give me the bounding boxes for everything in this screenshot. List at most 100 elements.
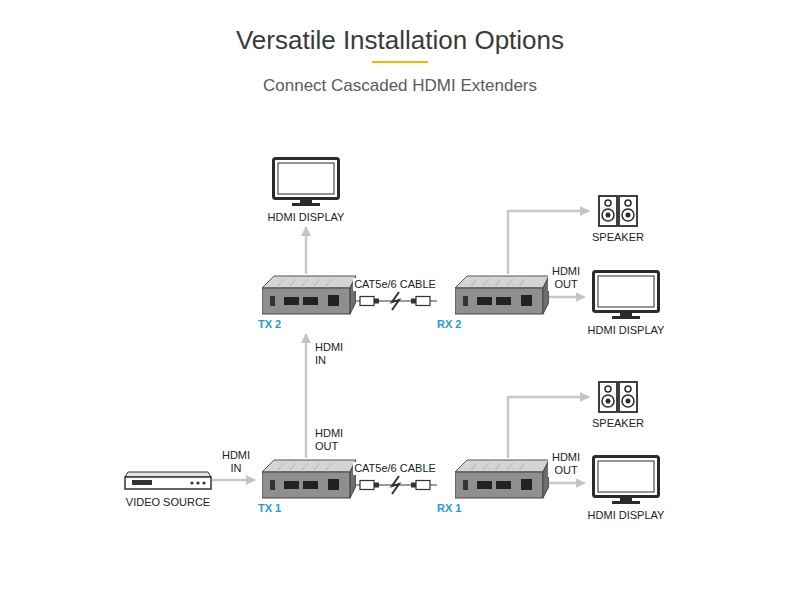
extender-ridge xyxy=(290,463,296,470)
transmitter: TX 1 xyxy=(258,458,356,515)
extender-ridge xyxy=(495,463,501,470)
receiver: RX 1 xyxy=(437,458,549,515)
extender-ridge xyxy=(314,279,320,286)
tv-frame xyxy=(594,457,659,497)
tv-base xyxy=(612,316,640,319)
speaker-cabinet xyxy=(599,196,617,226)
device-label: RX 1 xyxy=(437,502,549,515)
player-front xyxy=(125,477,211,489)
extender-ridge xyxy=(326,463,332,470)
device-label: RX 2 xyxy=(437,318,549,331)
tv-neck xyxy=(620,497,632,501)
player-display xyxy=(132,480,152,485)
extender-top xyxy=(262,276,356,288)
device-caption: HDMI DISPLAY xyxy=(268,211,345,224)
hdmi-port xyxy=(477,297,492,305)
speaker-icon xyxy=(598,195,638,227)
receiver-icon xyxy=(455,458,549,500)
tv-neck xyxy=(620,312,632,316)
device-caption: HDMI DISPLAY xyxy=(588,509,665,522)
device-caption: SPEAKER xyxy=(592,417,644,430)
extender-ridge xyxy=(278,279,284,286)
extender-ridge xyxy=(471,279,477,286)
player-button xyxy=(202,481,205,484)
speaker-woofer xyxy=(602,209,614,221)
hdmi-arrow xyxy=(549,296,585,299)
transmitter-icon xyxy=(262,458,356,500)
rj45-port xyxy=(328,295,339,306)
extender-ridge xyxy=(507,463,513,470)
video-source: VIDEO SOURCE xyxy=(124,470,212,509)
title-underline xyxy=(372,61,428,63)
player-button xyxy=(196,481,199,484)
speaker: SPEAKER xyxy=(592,195,644,244)
rj45-plug-tip xyxy=(411,483,416,488)
speaker-cabinet xyxy=(599,382,617,412)
port-label: HDMI OUT xyxy=(548,451,584,477)
device-label: TX 1 xyxy=(258,502,356,515)
power-port xyxy=(463,480,468,490)
speaker-cap xyxy=(606,213,611,218)
extender-ridge xyxy=(326,279,332,286)
tv-frame xyxy=(594,272,659,312)
speaker-woofer xyxy=(622,395,634,407)
power-port xyxy=(270,480,275,490)
extender-front xyxy=(262,472,350,498)
port-label: HDMI OUT xyxy=(548,265,584,291)
device-label: TX 2 xyxy=(258,318,356,331)
hdmi-arrow xyxy=(305,334,308,458)
rj45-plug-tip xyxy=(374,483,379,488)
player-button xyxy=(190,481,193,484)
speaker-icon xyxy=(598,381,638,413)
tv-frame xyxy=(274,159,339,199)
receiver: RX 2 xyxy=(437,274,549,331)
speaker-cabinet xyxy=(619,196,637,226)
device-caption: VIDEO SOURCE xyxy=(124,496,212,509)
extender-ridge xyxy=(507,279,513,286)
speaker-tweeter xyxy=(625,200,631,206)
device-caption: HDMI DISPLAY xyxy=(588,324,665,337)
extender-ridge xyxy=(519,279,525,286)
rj45-plug-tip xyxy=(374,299,379,304)
hdmi-arrow xyxy=(305,227,308,274)
receiver-icon xyxy=(455,274,549,316)
port-label: HDMI IN xyxy=(218,449,254,475)
port-label: HDMI IN xyxy=(314,341,350,367)
speaker-woofer xyxy=(622,209,634,221)
speaker-tweeter xyxy=(625,386,631,392)
lightning-bolt xyxy=(392,476,399,494)
extender-top xyxy=(455,460,549,472)
rj45-plug xyxy=(360,297,374,306)
extender-ridge xyxy=(495,279,501,286)
rj45-plug xyxy=(416,481,430,490)
speaker-tweeter xyxy=(605,200,611,206)
hdmi-port xyxy=(284,297,299,305)
speaker: SPEAKER xyxy=(592,381,644,430)
extender-ridge xyxy=(278,463,284,470)
rj45-port xyxy=(521,479,532,490)
rj45-plug-tip xyxy=(411,299,416,304)
speaker-cap xyxy=(606,399,611,404)
extender-ridge xyxy=(314,463,320,470)
speaker-woofer xyxy=(602,395,614,407)
extender-ridge xyxy=(302,463,308,470)
hdmi-port xyxy=(303,481,318,489)
video-source-icon xyxy=(124,470,212,492)
port-label: HDMI OUT xyxy=(314,427,350,453)
cable-label: CAT5e/6 CABLE xyxy=(353,278,437,291)
rj45-plug xyxy=(360,481,374,490)
tv-base xyxy=(292,203,320,206)
hdmi-display: HDMI DISPLAY xyxy=(268,157,345,224)
rj45-port xyxy=(328,479,339,490)
tv-screen xyxy=(278,163,334,194)
hdmi-port xyxy=(496,297,511,305)
hdmi-display-icon xyxy=(592,270,660,320)
extender-ridge xyxy=(483,279,489,286)
rj45-plug xyxy=(416,297,430,306)
speaker-cabinet xyxy=(619,382,637,412)
extender-front xyxy=(455,472,543,498)
extender-ridge xyxy=(471,463,477,470)
hdmi-arrow xyxy=(212,479,255,482)
hdmi-display: HDMI DISPLAY xyxy=(588,455,665,522)
tv-base xyxy=(612,501,640,504)
